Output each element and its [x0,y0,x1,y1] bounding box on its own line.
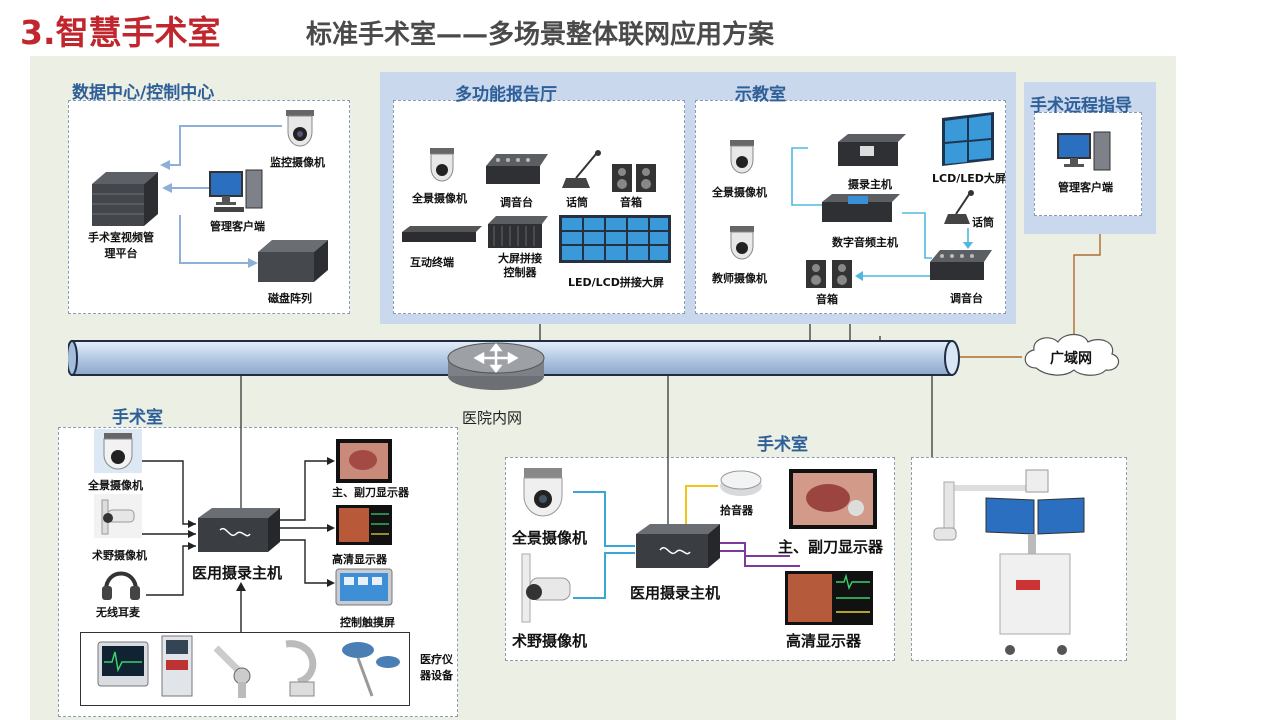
remote-computer-icon [1057,131,1111,171]
cr-mic-icon [944,190,974,224]
or-left-hd-display-icon [336,505,392,545]
rh-mixer-label: 调音台 [500,196,533,209]
recorder-icon [838,134,906,166]
splice-controller-icon [488,216,548,248]
or-left-main-display-icon [336,439,392,483]
remote-box [1034,112,1142,216]
rh-pano-camera-label: 全景摄像机 [412,192,467,205]
touch-screen-icon [335,568,393,606]
anesthesia-machine-icon [161,635,193,697]
disk-array-icon [258,240,328,282]
patient-monitor-icon [97,641,149,687]
or-left-title: 手术室 [112,408,163,428]
data-center-title: 数据中心/控制中心 [72,83,215,103]
mixer-icon [486,154,548,184]
dc-client-label: 管理客户端 [210,220,265,233]
cr-mic-label: 话筒 [972,216,994,229]
dome-camera-icon [286,110,314,147]
or-right-pano-label: 全景摄像机 [512,529,588,547]
medical-workstation-icon [933,469,1085,655]
or-left-touch-label: 控制触摸屏 [340,616,395,629]
or-left-hd-display-label: 高清显示器 [332,553,387,566]
video-platform-label: 手术室视频管理平台 [88,231,154,260]
page-title: 3.智慧手术室 [20,13,221,52]
speaker-icon [612,164,656,192]
remote-client-label: 管理客户端 [1058,181,1113,194]
c-arm-icon [285,640,317,697]
audio-host-icon [822,194,900,222]
cr-recorder-label: 摄录主机 [848,178,892,191]
or-left-pano-camera-icon [94,429,142,473]
rh-mic-label: 话筒 [566,196,588,209]
or-right-pano-camera-icon [523,468,563,517]
or-left-field-label: 术野摄像机 [92,549,147,562]
video-platform-server-icon [92,172,158,226]
or-left-main-display-label: 主、副刀显示器 [332,486,409,499]
router-icon [447,342,545,390]
report-hall-title: 多功能报告厅 [455,85,557,105]
monitor-camera-label: 监控摄像机 [270,156,325,169]
cr-av-host-label: 数字音频主机 [832,236,898,249]
or-left-recorder-icon [198,508,280,552]
video-wall-icon [559,215,671,263]
cr-pano-camera-label: 全景摄像机 [712,186,767,199]
cr-mixer-label: 调音台 [950,292,983,305]
or-right-hd-display-icon [785,571,873,625]
pickup-icon [720,470,762,496]
remote-title: 手术远程指导 [1030,96,1132,116]
computer-icon [209,169,263,212]
rh-wall-label: LED/LCD拼接大屏 [568,276,664,289]
teacher-camera-icon [730,226,754,260]
cr-screen-label: LCD/LED大屏 [932,172,1006,185]
or-right-pickup-label: 拾音器 [720,504,753,517]
wan-cloud-icon [1024,333,1120,376]
report-hall-box [393,100,685,314]
or-right-main-display-icon [789,469,877,529]
microscope-icon [213,645,251,698]
or-right-recorder-label: 医用摄录主机 [630,584,721,602]
or-right-main-display-label: 主、副刀显示器 [778,538,884,556]
or-right-hd-display-label: 高清显示器 [786,632,862,650]
cr-mixer-icon [930,250,992,280]
wan-label: 广域网 [1050,351,1092,367]
page-subtitle: 标准手术室——多场景整体联网应用方案 [306,20,775,50]
or-left-recorder-label: 医用摄录主机 [192,564,283,582]
lan-label: 医院内网 [462,409,523,427]
rh-terminal-label: 互动终端 [410,256,454,269]
medical-devices-label: 医疗仪器设备 [420,653,453,682]
teacher-camera-label: 教师摄像机 [712,272,767,285]
or-right-field-camera-icon [521,553,571,623]
disk-array-label: 磁盘阵列 [268,292,312,305]
classroom-title: 示教室 [735,85,786,105]
or-right-recorder-icon [636,524,720,568]
big-screen-icon [942,112,994,166]
surgical-light-icon [342,642,400,697]
or-right-field-label: 术野摄像机 [512,632,588,650]
or-right-title: 手术室 [757,435,808,455]
cr-speaker-icon [806,260,852,288]
or-left-pano-label: 全景摄像机 [88,479,143,492]
or-left-field-camera-icon [94,494,142,538]
headset-icon [102,571,140,600]
rh-splice-label: 大屏拼接控制器 [498,252,542,279]
microphone-icon [562,150,601,188]
or-left-headset-label: 无线耳麦 [96,606,140,619]
rh-speaker-label: 音箱 [620,196,642,209]
cr-pano-camera-icon [730,140,754,174]
pano-camera-icon [430,148,454,182]
cr-speaker-label: 音箱 [816,293,838,306]
terminal-icon [402,226,482,242]
